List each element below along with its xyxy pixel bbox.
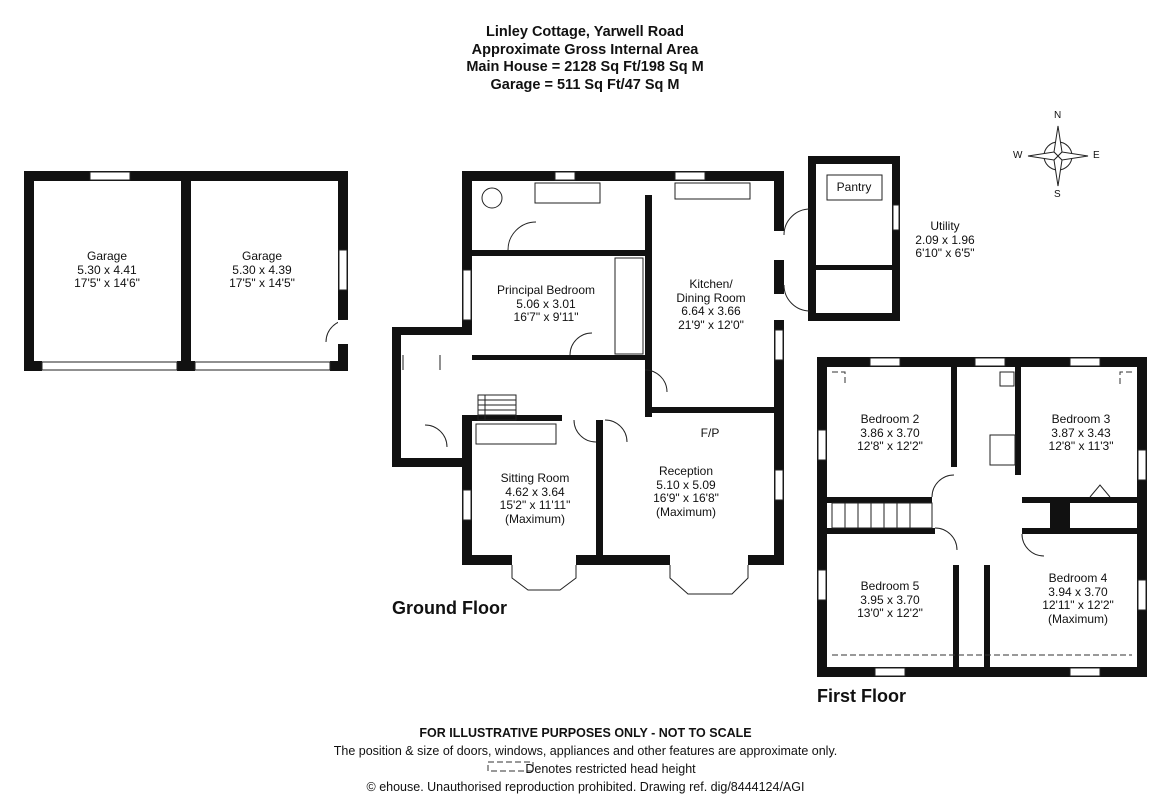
room-sitting-room: Sitting Room 4.62 x 3.64 15'2" x 11'11" … [499, 471, 571, 526]
room-pantry: Pantry [836, 180, 872, 194]
room-garage-1: Garage 5.30 x 4.41 17'5" x 14'6" [74, 249, 140, 290]
room-garage-2: Garage 5.30 x 4.39 17'5" x 14'5" [229, 249, 295, 290]
garage-block [24, 171, 349, 371]
compass-south: S [1054, 189, 1061, 200]
disclaimer-text: The position & size of doors, windows, a… [333, 744, 838, 758]
room-utility: Utility 2.09 x 1.96 6'10" x 6'5" [915, 219, 975, 260]
room-bedroom-2: Bedroom 2 3.86 x 3.70 12'8" x 12'2" [857, 412, 923, 453]
room-principal-bedroom: Principal Bedroom 5.06 x 3.01 16'7" x 9'… [496, 283, 596, 324]
compass-east: E [1093, 150, 1100, 161]
garage-area: Garage = 511 Sq Ft/47 Sq M [490, 76, 680, 93]
first-floor-label: First Floor [817, 686, 906, 706]
first-floor-walls [817, 357, 1147, 677]
room-reception: Reception 5.10 x 5.09 16'9" x 16'8" (Max… [653, 464, 719, 519]
plan-footer: FOR ILLUSTRATIVE PURPOSES ONLY - NOT TO … [0, 724, 1171, 796]
area-heading: Approximate Gross Internal Area [471, 41, 699, 58]
room-bedroom-4: Bedroom 4 3.94 x 3.70 12'11" x 12'2" (Ma… [1042, 571, 1114, 626]
fireplace-label: F/P [700, 426, 720, 440]
ground-floor-label: Ground Floor [392, 598, 507, 618]
copyright-text: © ehouse. Unauthorised reproduction proh… [366, 780, 805, 794]
compass-west: W [1013, 150, 1023, 161]
ground-floor-walls [392, 171, 784, 595]
main-house-area: Main House = 2128 Sq Ft/198 Sq M [466, 59, 704, 75]
utility-block [783, 156, 900, 321]
compass-north: N [1054, 110, 1062, 121]
property-title: Linley Cottage, Yarwell Road [486, 24, 684, 40]
plan-header: Linley Cottage, Yarwell Road Approximate… [385, 24, 785, 94]
disclaimer-title: FOR ILLUSTRATIVE PURPOSES ONLY - NOT TO … [419, 726, 752, 740]
compass-icon [1027, 125, 1089, 187]
room-bedroom-3: Bedroom 3 3.87 x 3.43 12'8" x 11'3" [1048, 412, 1114, 453]
restricted-height-note: Denotes restricted head height [525, 762, 696, 776]
room-kitchen-dining: Kitchen/ Dining Room 6.64 x 3.66 21'9" x… [676, 277, 746, 332]
room-bedroom-5: Bedroom 5 3.95 x 3.70 13'0" x 12'2" [857, 579, 923, 620]
restricted-height-legend-icon [487, 761, 534, 772]
